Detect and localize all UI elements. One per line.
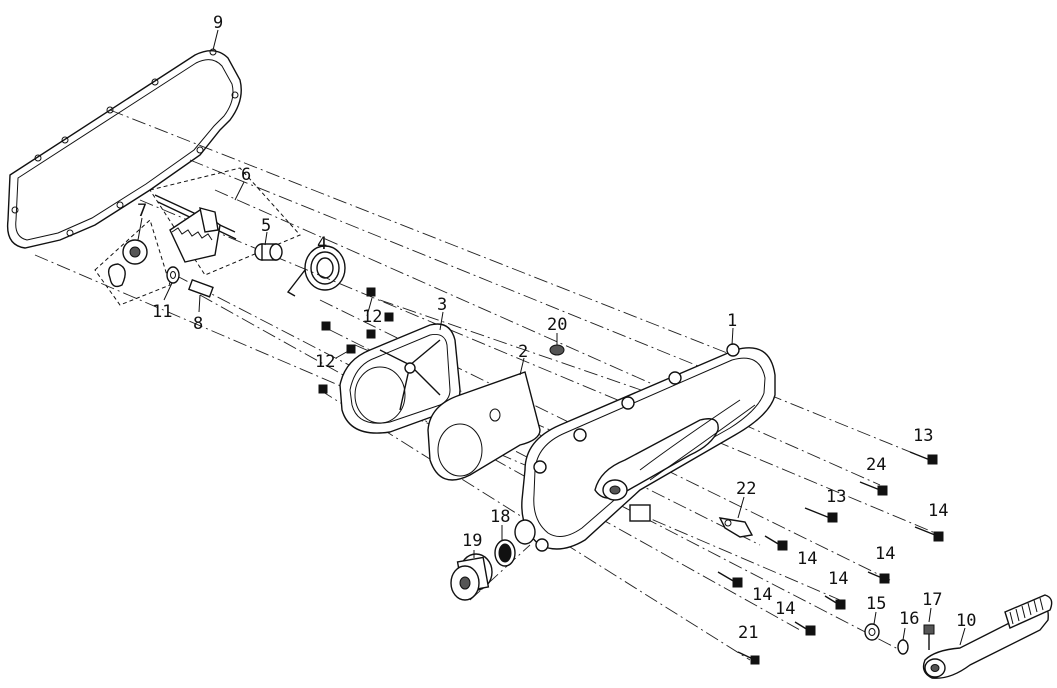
callout-14f: 14 [775, 599, 795, 619]
callout-21: 21 [738, 623, 758, 643]
callout-9: 9 [213, 13, 223, 33]
part-9-gasket [6, 48, 242, 249]
part-2-gasket-plate [427, 371, 541, 481]
callout-14a: 14 [928, 501, 948, 521]
callout-2: 2 [518, 342, 528, 362]
callout-24: 24 [866, 455, 886, 475]
part-10-kick-lever [922, 594, 1053, 679]
callout-5: 5 [261, 216, 271, 236]
callout-13b: 13 [826, 487, 846, 507]
callout-12a: 12 [362, 307, 382, 327]
part-4-spring [286, 245, 346, 297]
part-15-washer [864, 623, 880, 641]
part-16-washer [897, 639, 909, 655]
callout-19: 19 [462, 531, 482, 551]
part-8-pin [187, 278, 214, 298]
part-7-starter-gear [94, 219, 171, 306]
callout-10: 10 [956, 611, 976, 631]
part-5-bushing [254, 243, 283, 261]
callout-22: 22 [736, 479, 756, 499]
callout-14b: 14 [875, 544, 895, 564]
callout-7: 7 [137, 201, 147, 221]
callout-3: 3 [437, 295, 447, 315]
part-20-nut [549, 344, 565, 356]
callout-1: 1 [727, 311, 737, 331]
part-11-washer [166, 266, 180, 284]
callout-15: 15 [866, 594, 886, 614]
part-1-crankcase-cover [514, 343, 776, 552]
part-12-bolts [318, 287, 394, 394]
callout-labels: 1 2 3 4 5 6 7 8 9 10 11 12 12 13 13 14 1… [137, 13, 976, 643]
part-22-bracket [718, 517, 754, 538]
part-13-14-21-24-bolts [717, 451, 944, 665]
callout-14d: 14 [828, 569, 848, 589]
leader-lines [137, 29, 966, 646]
part-3-cover-plate [339, 323, 461, 434]
callout-6: 6 [241, 165, 251, 185]
part-18-seal [494, 539, 516, 567]
callout-17: 17 [922, 590, 942, 610]
callout-12b: 12 [315, 352, 335, 372]
part-17-bolt [923, 624, 935, 650]
callout-13a: 13 [913, 426, 933, 446]
callout-8: 8 [193, 314, 203, 334]
callout-18: 18 [490, 507, 510, 527]
callout-4: 4 [317, 234, 327, 254]
callout-20: 20 [547, 315, 567, 335]
part-6-kick-shaft-assembly [149, 167, 301, 276]
callout-16: 16 [899, 609, 919, 629]
callout-14c: 14 [797, 549, 817, 569]
callout-11: 11 [152, 302, 172, 322]
callout-14e: 14 [752, 585, 772, 605]
part-19-bearing-cap [450, 553, 493, 601]
